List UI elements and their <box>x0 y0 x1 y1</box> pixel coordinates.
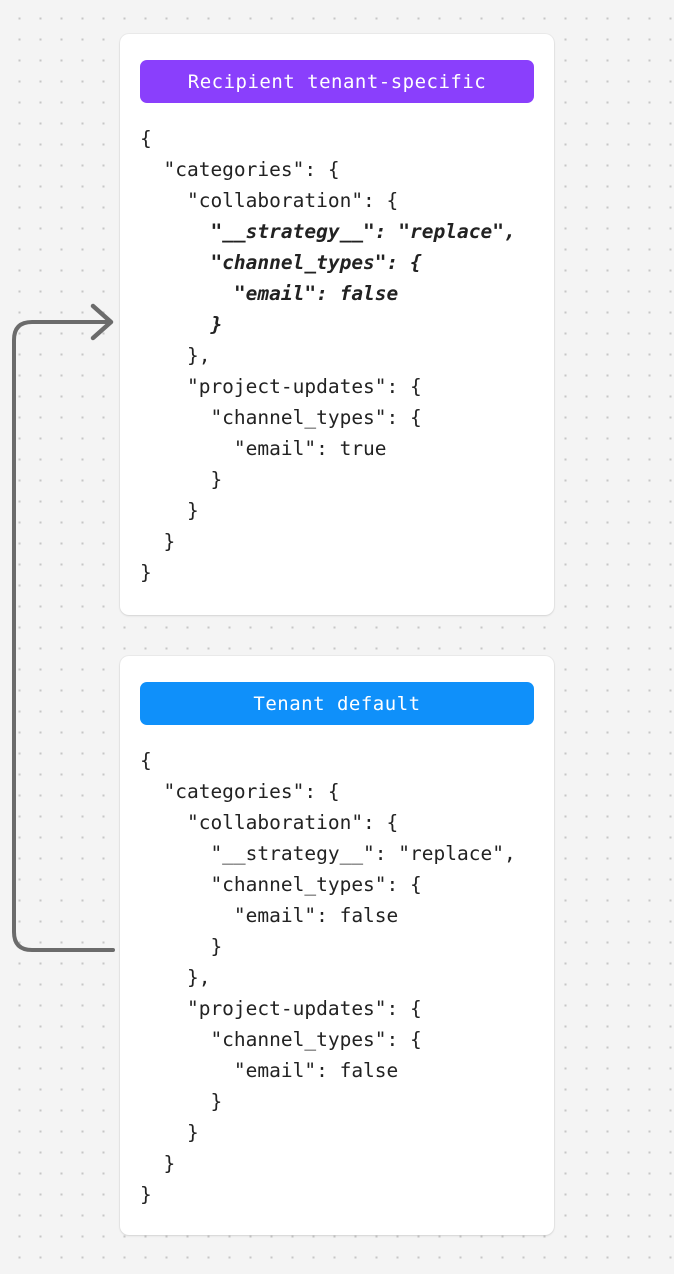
code-line: } <box>140 1090 223 1113</box>
code-line: "email": false <box>140 282 399 305</box>
code-line: "email": false <box>140 1059 399 1082</box>
code-line: "collaboration": { <box>140 189 399 212</box>
code-line: }, <box>140 966 211 989</box>
code-line: "email": true <box>140 437 387 460</box>
code-line: "channel_types": { <box>140 251 422 274</box>
code-line: } <box>140 530 176 553</box>
code-line: "email": false <box>140 904 399 927</box>
code-line: } <box>140 313 223 336</box>
code-line: } <box>140 935 223 958</box>
code-line: "channel_types": { <box>140 406 422 429</box>
badge-tenant-default: Tenant default <box>140 682 534 725</box>
card-tenant-default: Tenant default { "categories": { "collab… <box>120 656 554 1235</box>
code-line: "channel_types": { <box>140 873 422 896</box>
code-line: { <box>140 127 152 150</box>
code-line: } <box>140 561 152 584</box>
code-block-recipient-tenant-specific: { "categories": { "collaboration": { "__… <box>138 123 536 588</box>
code-line: } <box>140 468 223 491</box>
code-line: } <box>140 499 199 522</box>
code-line: }, <box>140 344 211 367</box>
code-line: { <box>140 749 152 772</box>
code-line: "__strategy__": "replace", <box>140 842 516 865</box>
code-line: "collaboration": { <box>140 811 399 834</box>
code-line: "project-updates": { <box>140 375 422 398</box>
code-block-tenant-default: { "categories": { "collaboration": { "__… <box>138 745 536 1210</box>
badge-recipient-tenant-specific: Recipient tenant-specific <box>140 60 534 103</box>
connector-arrowhead-icon <box>90 303 114 341</box>
code-line: "categories": { <box>140 158 340 181</box>
code-line: } <box>140 1152 176 1175</box>
code-line: } <box>140 1183 152 1206</box>
code-line: "channel_types": { <box>140 1028 422 1051</box>
code-line: "__strategy__": "replace", <box>140 220 516 243</box>
card-recipient-tenant-specific: Recipient tenant-specific { "categories"… <box>120 34 554 615</box>
connector-arrow <box>12 303 115 952</box>
connector-arrow-path <box>12 320 115 952</box>
code-line: "project-updates": { <box>140 997 422 1020</box>
code-line: "categories": { <box>140 780 340 803</box>
code-line: } <box>140 1121 199 1144</box>
